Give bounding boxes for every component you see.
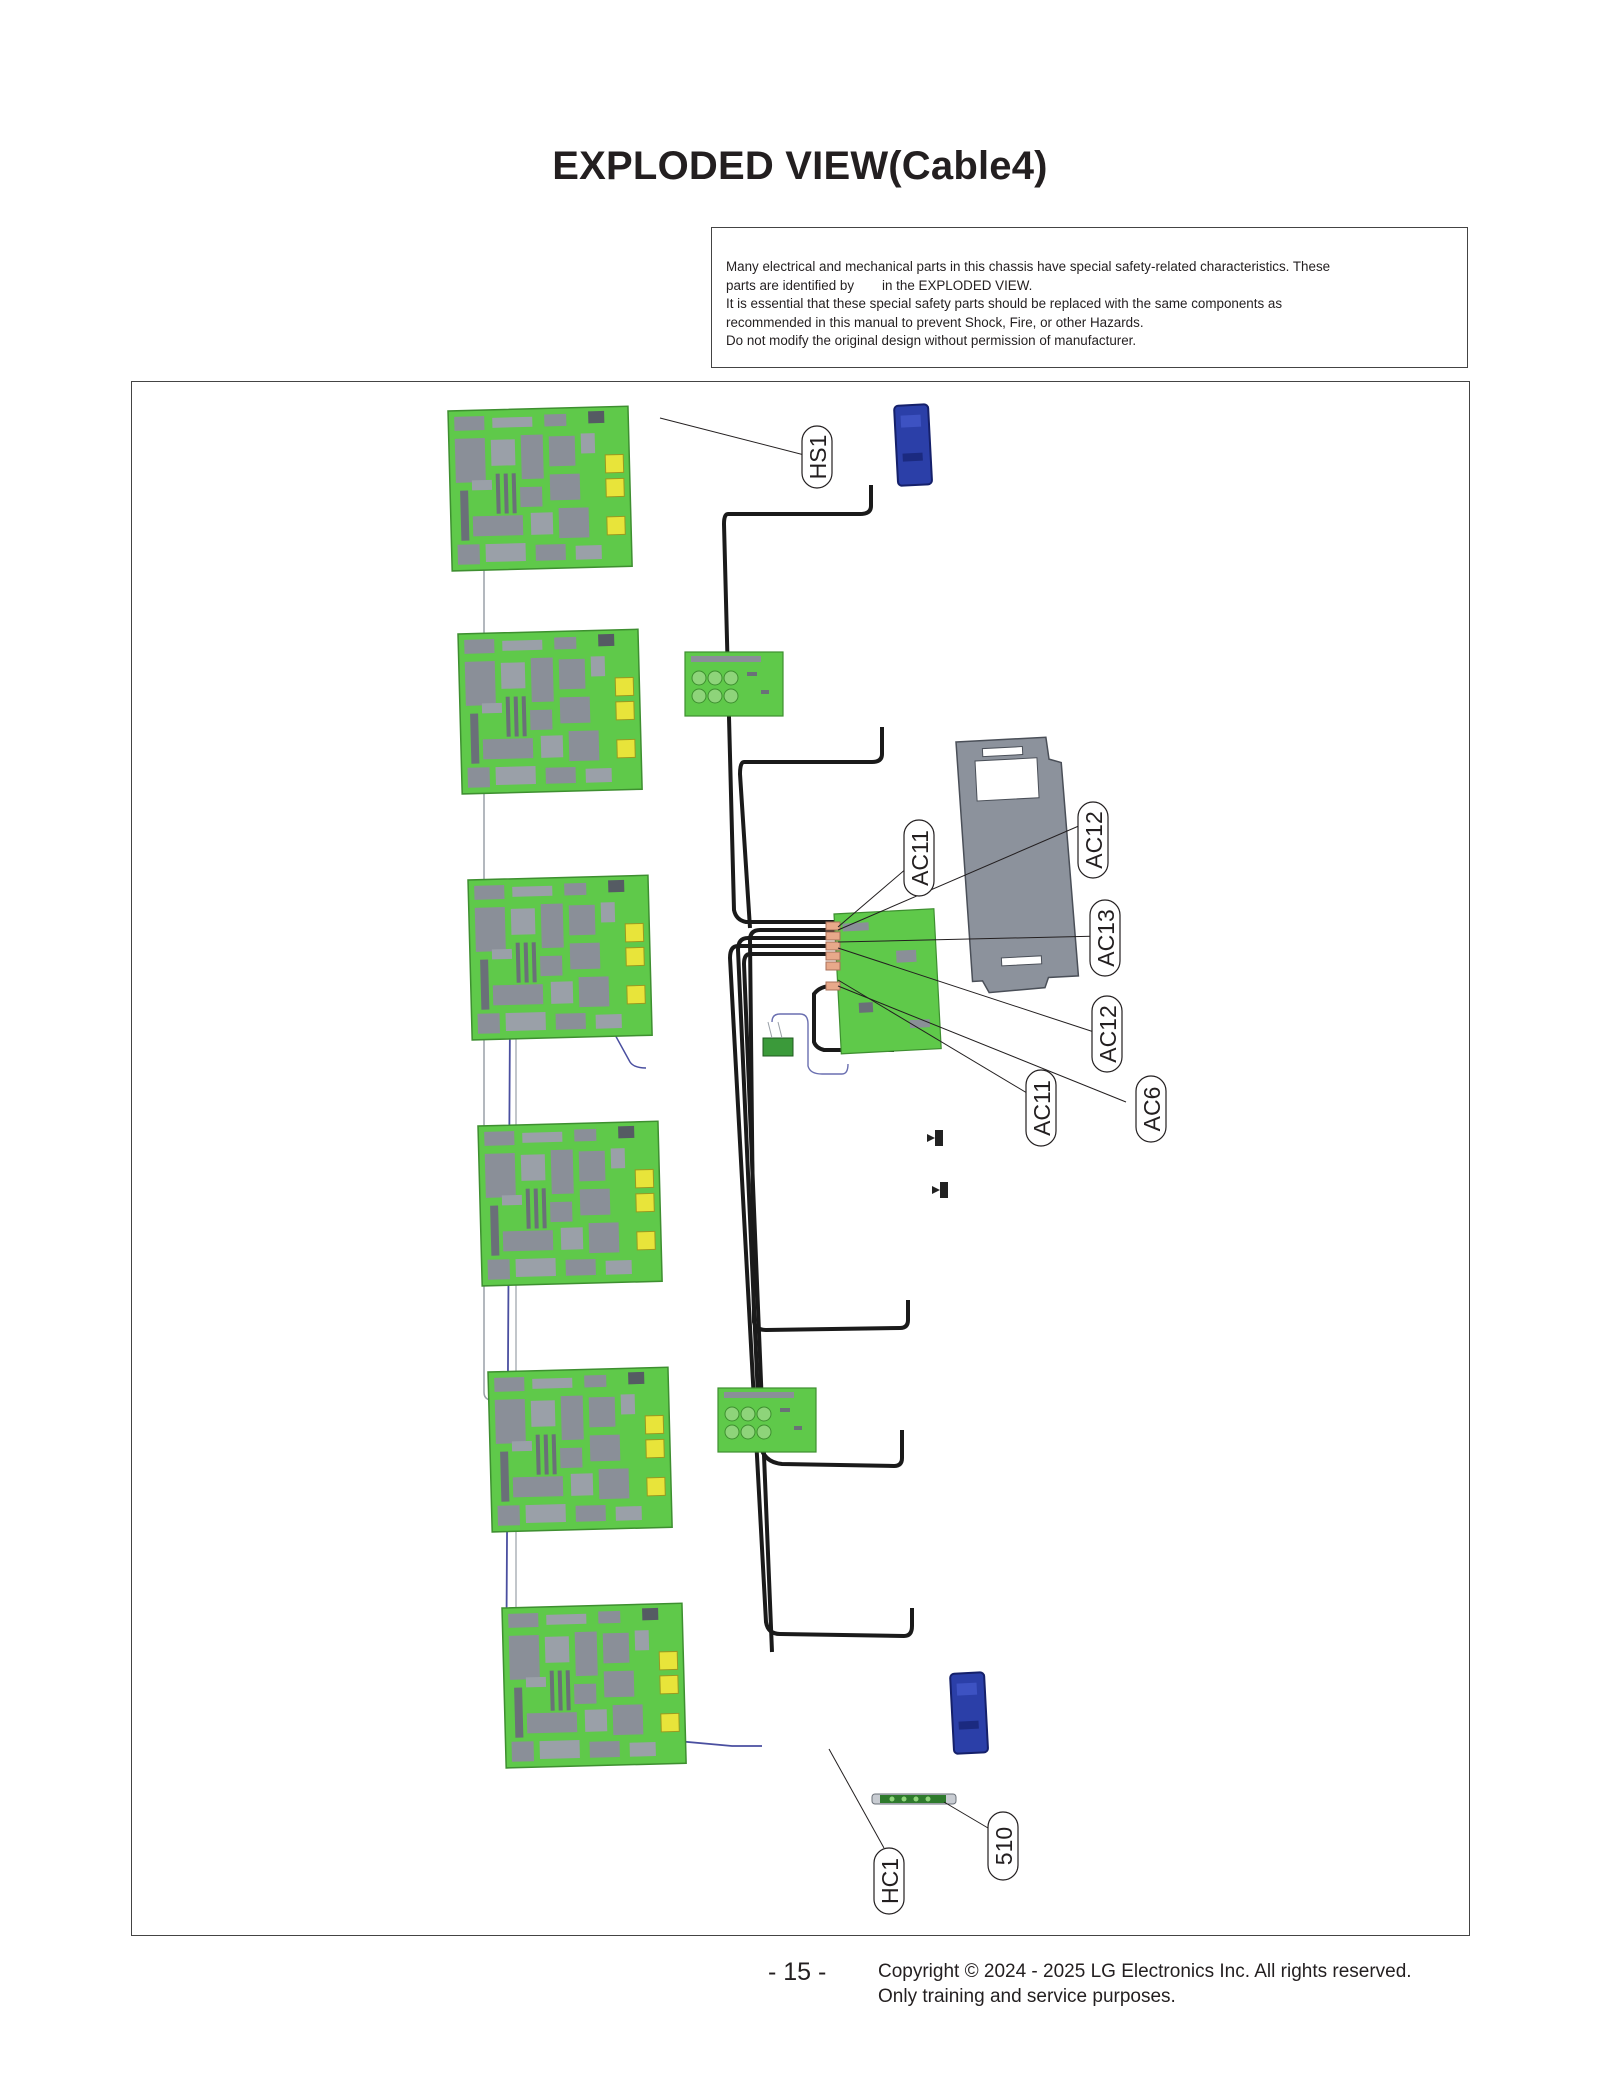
callout-hc1: HC1 (873, 1847, 905, 1915)
callout-ac11-top: AC11 (903, 819, 935, 897)
callout-hc1-label: HC1 (877, 1858, 903, 1904)
callout-ac12-top-label: AC12 (1081, 811, 1107, 869)
safety-notice: Many electrical and mechanical parts in … (711, 227, 1468, 368)
callout-510-label: 510 (991, 1827, 1017, 1865)
callout-ac11-top-label: AC11 (907, 830, 933, 886)
ac-connectors (825, 921, 841, 991)
tcon-board-3 (467, 874, 653, 1041)
copyright-notice: Copyright © 2024 - 2025 LG Electronics I… (878, 1959, 1412, 2009)
page-number: - 15 - (768, 1958, 827, 1986)
callout-ac11-bottom-label: AC11 (1029, 1080, 1055, 1136)
notice-line-3: It is essential that these special safet… (726, 296, 1283, 312)
callout-hs1: HS1 (801, 425, 833, 489)
tcon-board-5 (487, 1366, 673, 1533)
callout-ac13: AC13 (1089, 899, 1121, 977)
small-module (762, 1021, 794, 1057)
callout-ac11-bottom: AC11 (1025, 1069, 1057, 1147)
main-board (833, 908, 942, 1055)
notice-line-2a: parts are identified by (726, 277, 855, 293)
page-title: EXPLODED VIEW(Cable4) (552, 144, 1048, 188)
callout-ac12-bottom-label: AC12 (1095, 1005, 1121, 1063)
callout-ac6-label: AC6 (1139, 1087, 1165, 1132)
exploded-view-diagram: HS1 AC11 AC12 AC13 AC12 AC11 AC6 510 (131, 381, 1470, 1936)
callout-ac12-bottom: AC12 (1091, 995, 1123, 1073)
exploded-view-drawing: HS1 AC11 AC12 AC13 AC12 AC11 AC6 510 (447, 403, 1167, 1915)
screw-2 (932, 1182, 948, 1198)
tcon-board-6 (501, 1602, 687, 1769)
callout-hs1-label: HS1 (805, 435, 831, 480)
notice-line-2: parts are identified by in the EXPLODED V… (726, 277, 1453, 296)
part-510-strip (871, 1793, 957, 1805)
copyright-line-2: Only training and service purposes. (878, 1986, 1176, 2007)
connector-board-upper (684, 651, 784, 717)
notice-line-2b: in the EXPLODED VIEW. (882, 277, 1033, 293)
callout-ac13-label: AC13 (1093, 909, 1119, 967)
tcon-board-4 (477, 1120, 663, 1287)
blue-connector-bottom (949, 1671, 990, 1755)
notice-line-4: recommended in this manual to prevent Sh… (726, 314, 1144, 330)
blue-connector-top (893, 403, 934, 487)
tcon-board-2 (457, 628, 643, 795)
connector-board-lower (717, 1387, 817, 1453)
notice-line-1: Many electrical and mechanical parts in … (726, 259, 1331, 274)
tcon-board-1 (447, 405, 633, 572)
copyright-line-1: Copyright © 2024 - 2025 LG Electronics I… (878, 1961, 1412, 1982)
callout-510: 510 (987, 1811, 1019, 1881)
notice-line-5: Do not modify the original design withou… (726, 333, 1137, 349)
screw-1 (927, 1130, 943, 1146)
metal-bracket (955, 736, 1080, 994)
callout-ac6: AC6 (1135, 1075, 1167, 1143)
callout-ac12-top: AC12 (1077, 801, 1109, 879)
